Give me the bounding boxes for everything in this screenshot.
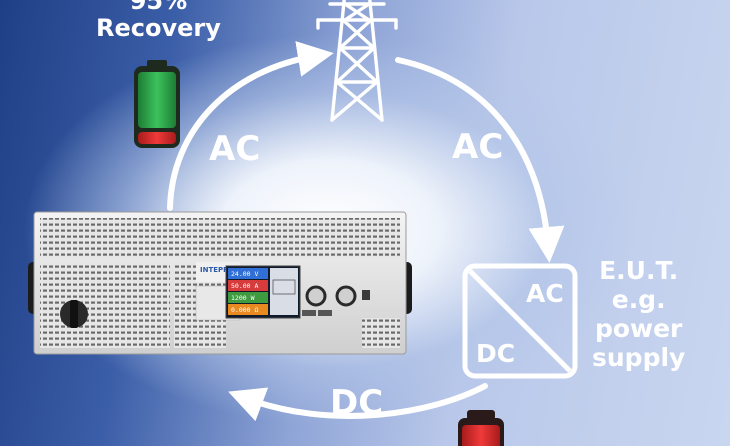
readout-bar-voltage (228, 268, 268, 279)
arrow-tower-to-eut (395, 57, 565, 263)
power-tower-icon (316, 0, 398, 122)
battery-charged-icon (134, 60, 180, 148)
eut-line-3: power (594, 314, 683, 343)
eut-ac-label: AC (526, 279, 564, 308)
readout-bar-current (228, 280, 268, 291)
bottom-dc-label: DC (330, 383, 384, 423)
eut-description: E.U.T. e.g. power supply (592, 256, 685, 372)
left-ac-label: AC (209, 129, 261, 169)
eut-dc-label: DC (476, 339, 515, 368)
eut-line-1: E.U.T. (599, 256, 679, 285)
eut-converter-box: AC DC (462, 263, 578, 379)
right-ac-label: AC (452, 127, 504, 167)
eut-line-4: supply (592, 343, 686, 372)
readout-voltage: 24.00 V (231, 270, 258, 278)
recovery-word: Recovery (96, 14, 221, 42)
battery-low-icon (458, 410, 504, 446)
readout-resistance: 0.000 Ω (231, 306, 258, 314)
arrow-ac-to-tower (167, 41, 334, 211)
arrow-eut-to-load (228, 383, 488, 422)
readout-power: 1200 W (231, 294, 255, 302)
recovery-label: 95% Recovery (96, 0, 221, 42)
device-brand-logo: INTEPRO (200, 266, 235, 274)
readout-bar-power (228, 292, 268, 303)
recovery-percent: 95% (129, 0, 188, 15)
electronic-load-device: INTEPRO 24.00 V 50.00 A 1200 W 0.000 Ω (28, 211, 412, 355)
readout-current: 50.00 A (231, 282, 258, 290)
readout-bar-resistance (228, 304, 268, 315)
eut-line-2: e.g. (611, 285, 666, 314)
